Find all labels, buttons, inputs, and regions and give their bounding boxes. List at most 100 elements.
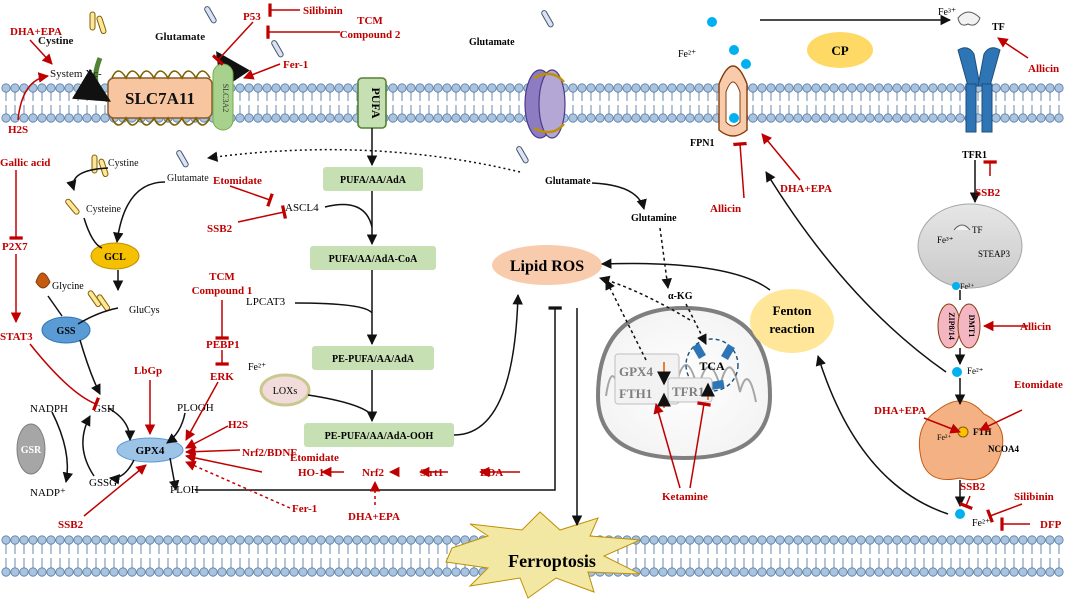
lipid-head — [271, 535, 281, 545]
lipid-head — [1054, 535, 1064, 545]
lipid-head — [406, 567, 416, 577]
lipid-head — [424, 567, 434, 577]
lipid-head — [1000, 535, 1010, 545]
lipid-head — [1054, 113, 1064, 123]
lipid-head — [856, 113, 866, 123]
lipid-head — [694, 535, 704, 545]
reg-etomidate-1: Etomidate — [213, 175, 262, 187]
lipid-head — [946, 567, 956, 577]
lipid-head — [748, 535, 758, 545]
lipid-head — [937, 535, 947, 545]
lipid-head — [928, 83, 938, 93]
slc7a11-label: SLC7A11 — [125, 89, 195, 108]
lipid-head — [154, 567, 164, 577]
lipid-head — [1045, 567, 1055, 577]
lipid-head — [451, 113, 461, 123]
reg-ssb2-3: SSB2 — [975, 187, 1001, 199]
lipid-head — [478, 113, 488, 123]
lipid-head — [451, 567, 461, 577]
lipid-head — [991, 113, 1001, 123]
lipid-head — [865, 535, 875, 545]
lipid-head — [1, 83, 11, 93]
lipid-head — [82, 535, 92, 545]
lipid-head — [820, 83, 830, 93]
lipid-head — [73, 535, 83, 545]
lipid-head — [640, 567, 650, 577]
ferritin-complex — [918, 400, 1004, 481]
glucys-label: GluCys — [129, 305, 160, 316]
lipid-head — [856, 535, 866, 545]
endo-tf-icon — [953, 224, 971, 231]
lipid-head — [955, 567, 965, 577]
lipid-head — [64, 567, 74, 577]
lipid-head — [253, 567, 263, 577]
lipid-head — [379, 535, 389, 545]
lipid-head — [739, 567, 749, 577]
fenton-label-1: Fenton — [773, 303, 813, 318]
glycine-label: Glycine — [52, 281, 84, 292]
lipid-head — [829, 567, 839, 577]
lipid-head — [865, 567, 875, 577]
fenton-line-1: Fenton — [773, 303, 813, 318]
lipid-head — [829, 535, 839, 545]
lipid-head — [343, 83, 353, 93]
lipid-head — [1027, 535, 1037, 545]
lipid-head — [388, 535, 398, 545]
ferroptosis-burst — [445, 511, 641, 599]
lipid-head — [244, 567, 254, 577]
system-xc-transporter: SLC7A11 SLC3A2 — [71, 51, 251, 131]
lipid-head — [37, 83, 47, 93]
lipid-head — [937, 113, 947, 123]
lipid-head — [307, 83, 317, 93]
fe2-endo-label: Fe²⁺ — [960, 282, 975, 291]
lipid-head — [865, 83, 875, 93]
lipid-head — [397, 113, 407, 123]
lipid-head — [892, 567, 902, 577]
lipid-head — [856, 83, 866, 93]
lipid-head — [55, 83, 65, 93]
lipid-head — [64, 113, 74, 123]
lipid-head — [883, 113, 893, 123]
fenton-line-2: reaction — [769, 321, 815, 336]
lipid-head — [586, 113, 596, 123]
lipid-head — [325, 567, 335, 577]
reg-p53: P53 — [243, 11, 261, 23]
lipid-head — [802, 83, 812, 93]
lipid-head — [289, 113, 299, 123]
lipid-head — [343, 535, 353, 545]
lipid-head — [271, 113, 281, 123]
lipid-head — [901, 83, 911, 93]
glutamate-mid-label: Glutamate — [545, 176, 591, 187]
lipid-head — [208, 535, 218, 545]
lipid-head — [298, 535, 308, 545]
lipid-head — [838, 535, 848, 545]
lpcat3-label: LPCAT3 — [246, 296, 286, 308]
pufa-label-2: PUFA/AA/AdA-CoA — [329, 254, 418, 265]
fe3-endo-label: Fe³⁺ — [937, 235, 954, 245]
steap3-label: STEAP3 — [978, 249, 1011, 259]
lipid-head — [901, 113, 911, 123]
reg-silibinin-2: Silibinin — [1014, 491, 1054, 503]
reg-erk: ERK — [210, 371, 234, 383]
lipid-head — [325, 535, 335, 545]
lipid-head — [631, 113, 641, 123]
lipid-head — [838, 567, 848, 577]
lipid-head — [973, 535, 983, 545]
lipid-head — [10, 83, 20, 93]
fe2-fpn-label: Fe²⁺ — [678, 49, 696, 60]
lipid-head — [82, 113, 92, 123]
lipid-head — [568, 113, 578, 123]
reg-p2x7: P2X7 — [2, 241, 28, 253]
lipid-head — [838, 83, 848, 93]
lipid-head — [748, 567, 758, 577]
lipid-head — [847, 535, 857, 545]
lipid-head — [712, 535, 722, 545]
lipid-head — [190, 535, 200, 545]
lipid-head — [415, 535, 425, 545]
lipid-head — [928, 113, 938, 123]
cystine-label-in: Cystine — [108, 158, 139, 169]
lipid-head — [667, 113, 677, 123]
lipid-head — [460, 567, 470, 577]
nadph-label: NADPH — [30, 403, 68, 415]
lipid-head — [424, 535, 434, 545]
